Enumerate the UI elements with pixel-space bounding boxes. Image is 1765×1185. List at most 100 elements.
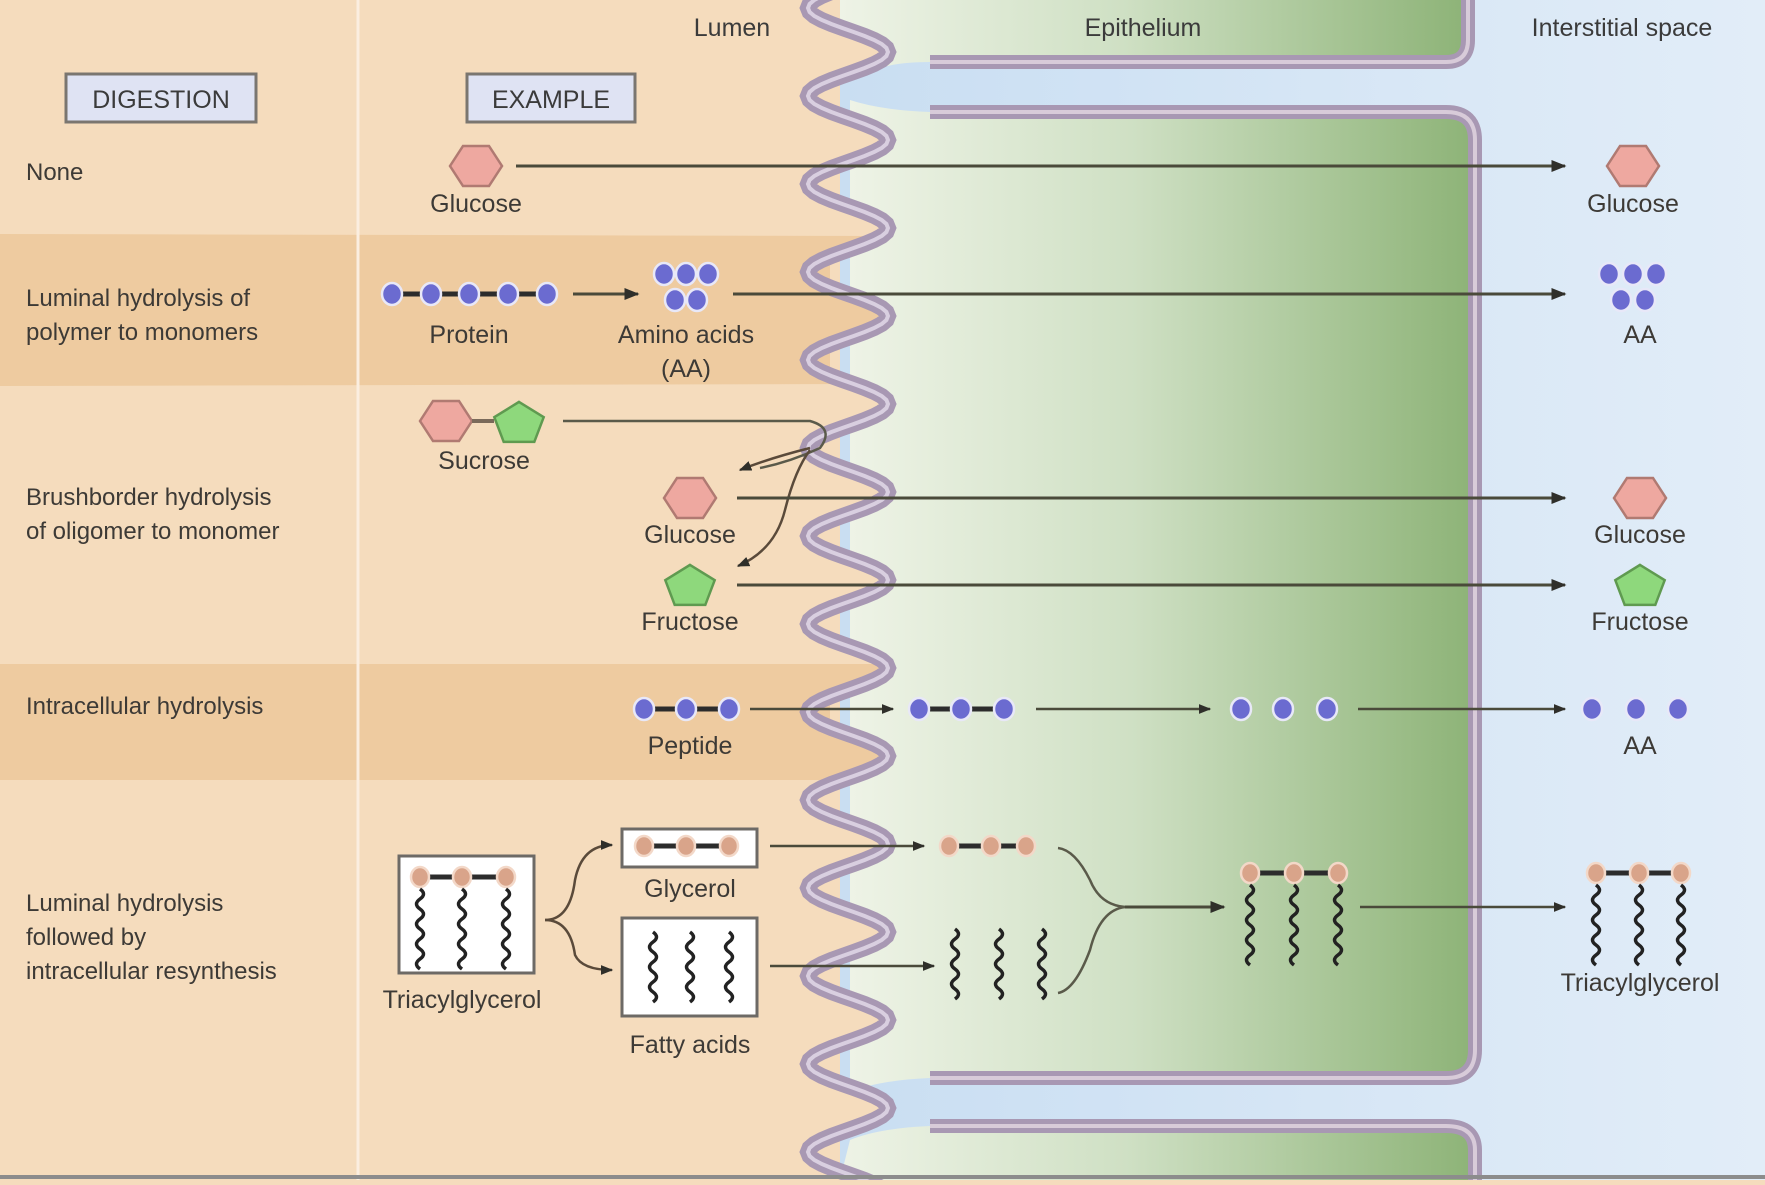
merge-path-glycerol bbox=[1057, 846, 1126, 909]
arrow-to-glucose bbox=[738, 446, 811, 472]
label-fructose-row3: Fructose bbox=[641, 608, 738, 636]
example-header: EXAMPLE bbox=[465, 72, 637, 124]
glycerol-unit-icon bbox=[1670, 861, 1692, 885]
fatty-acid-chain-icon bbox=[949, 927, 961, 1001]
glycerol-unit-icon bbox=[409, 865, 431, 889]
glycerol-unit-icon bbox=[675, 834, 697, 858]
amino-acid-icon bbox=[632, 696, 656, 722]
fructose-icon bbox=[1613, 563, 1667, 607]
amino-acid-icon bbox=[1271, 696, 1295, 722]
amino-acid-icon bbox=[419, 281, 443, 307]
glycerol-icon bbox=[938, 834, 1037, 858]
amino-acid-icon bbox=[1229, 696, 1253, 722]
glucose-icon bbox=[448, 144, 504, 188]
fatty-acid-chain-icon bbox=[414, 887, 426, 971]
glycerol-icon bbox=[633, 834, 740, 858]
amino-acid-icon bbox=[907, 696, 931, 722]
glucose-icon bbox=[662, 476, 718, 520]
epithelial-cell-bottom bbox=[840, 1119, 1482, 1180]
fatty-acid-chain-icon bbox=[647, 930, 659, 1004]
glucose-icon bbox=[1612, 476, 1668, 520]
glycerol-unit-icon bbox=[1628, 861, 1650, 885]
label-protein: Protein bbox=[429, 321, 508, 349]
label-glucose-row3-out: Glucose bbox=[1594, 521, 1686, 549]
amino-acid-icon bbox=[380, 281, 404, 307]
amino-acid-icon bbox=[1621, 261, 1645, 287]
fatty-acid-chain-icon bbox=[723, 930, 735, 1004]
amino-acid-icon bbox=[1580, 696, 1604, 722]
amino-acid-icon bbox=[1644, 261, 1668, 287]
amino-acid-icon bbox=[674, 696, 698, 722]
arrow-to-fatty-acids bbox=[544, 918, 614, 975]
amino-acid-icon bbox=[1315, 696, 1339, 722]
svg-text:DIGESTION: DIGESTION bbox=[92, 86, 230, 114]
protein-chain-icon bbox=[380, 281, 559, 307]
molecules bbox=[380, 144, 1692, 1018]
sucrose-glucose-unit-icon bbox=[418, 399, 474, 443]
amino-acid-icon bbox=[457, 281, 481, 307]
region-label-epithelium: Epithelium bbox=[1085, 14, 1202, 42]
label-fatty-acids: Fatty acids bbox=[630, 1031, 751, 1059]
triacylglycerol-icon bbox=[1239, 861, 1349, 885]
label-glucose-row1-out: Glucose bbox=[1587, 190, 1679, 218]
glycerol-unit-icon bbox=[1327, 861, 1349, 885]
fatty-acid-chain-icon bbox=[1675, 883, 1687, 967]
label-glucose-row1: Glucose bbox=[430, 190, 522, 218]
amino-acid-icon bbox=[949, 696, 973, 722]
label-glucose-row3: Glucose bbox=[644, 521, 736, 549]
glycerol-unit-icon bbox=[980, 834, 1002, 858]
fatty-acid-chain-icon bbox=[456, 887, 468, 971]
amino-acid-icon bbox=[1666, 696, 1690, 722]
region-label-lumen: Lumen bbox=[694, 14, 770, 42]
row-band-4 bbox=[0, 664, 888, 780]
arrow-to-fructose bbox=[736, 449, 812, 568]
triacylglycerol-icon bbox=[409, 865, 517, 889]
merge-path-fatty-acids bbox=[1057, 905, 1126, 995]
amino-acid-icon bbox=[696, 261, 720, 287]
transport-arrows bbox=[516, 160, 1567, 995]
label-triacylglycerol-in: Triacylglycerol bbox=[383, 986, 542, 1014]
amino-acid-icon bbox=[992, 696, 1016, 722]
amino-acid-icon bbox=[652, 261, 676, 287]
svg-text:EXAMPLE: EXAMPLE bbox=[492, 86, 610, 114]
glycerol-unit-icon bbox=[1283, 861, 1305, 885]
glycerol-unit-icon bbox=[1239, 861, 1261, 885]
region-label-interstitial: Interstitial space bbox=[1532, 14, 1713, 42]
peptide-chain-icon bbox=[632, 696, 741, 722]
amino-acid-icon bbox=[717, 696, 741, 722]
epithelial-cell-main bbox=[850, 100, 1482, 1092]
row-label-intracellular-hydrolysis: Intracellular hydrolysis bbox=[26, 693, 263, 720]
fatty-acid-chain-icon bbox=[1332, 883, 1344, 967]
fatty-acid-chain-icon bbox=[684, 930, 696, 1004]
glucose-icon bbox=[1605, 144, 1661, 188]
glycerol-unit-icon bbox=[495, 865, 517, 889]
label-triacylglycerol-out: Triacylglycerol bbox=[1561, 969, 1720, 997]
fructose-icon bbox=[663, 563, 717, 607]
amino-acid-icon bbox=[663, 287, 687, 313]
epithelial-cell-top bbox=[840, 0, 1475, 78]
amino-acid-icon bbox=[674, 261, 698, 287]
fatty-acid-chain-icon bbox=[1633, 883, 1645, 967]
label-aa-row4: AA bbox=[1623, 732, 1657, 760]
fatty-acid-chain-icon bbox=[500, 887, 512, 971]
label-sucrose: Sucrose bbox=[438, 447, 530, 475]
glycerol-unit-icon bbox=[718, 834, 740, 858]
glycerol-unit-icon bbox=[1015, 834, 1037, 858]
label-aa-row2: AA bbox=[1623, 321, 1657, 349]
peptide-chain-icon bbox=[907, 696, 1016, 722]
amino-acid-icon bbox=[1633, 287, 1657, 313]
fatty-acid-chain-icon bbox=[1590, 883, 1602, 967]
amino-acid-icon bbox=[685, 287, 709, 313]
amino-acid-icon bbox=[1609, 287, 1633, 313]
glycerol-unit-icon bbox=[451, 865, 473, 889]
glycerol-unit-icon bbox=[633, 834, 655, 858]
label-peptide: Peptide bbox=[648, 732, 733, 760]
fatty-acid-chain-icon bbox=[1244, 883, 1256, 967]
glycerol-unit-icon bbox=[1585, 861, 1607, 885]
fatty-acid-chain-icon bbox=[993, 927, 1005, 1001]
